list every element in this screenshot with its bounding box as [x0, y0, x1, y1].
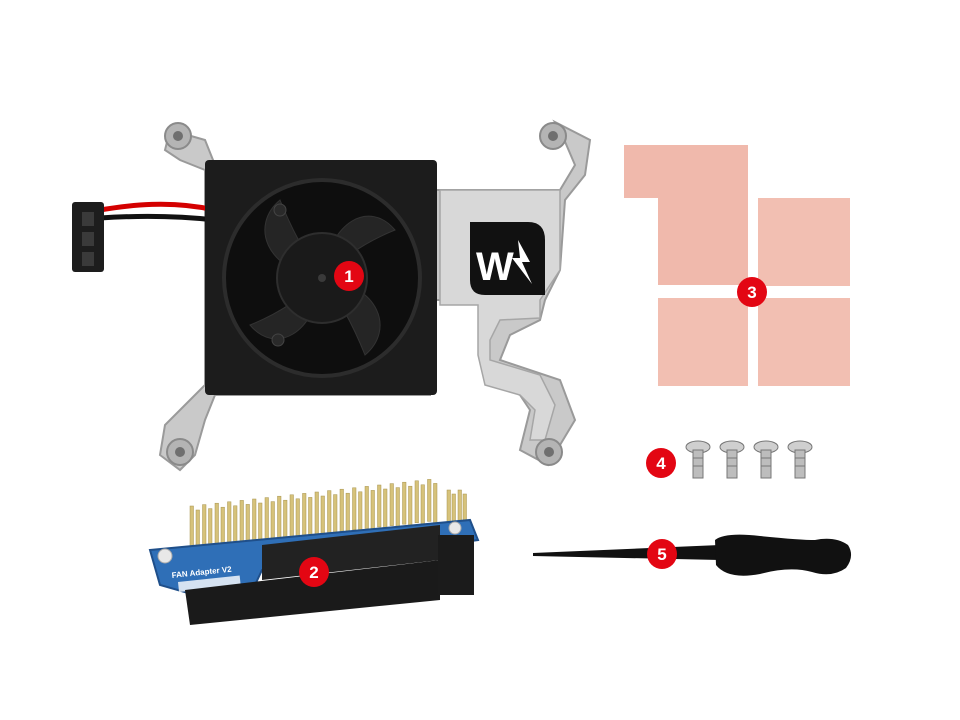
- header-pin: [252, 498, 257, 542]
- mount-hole-center: [175, 447, 185, 457]
- header-pin: [345, 492, 350, 536]
- mount-hole-center: [173, 131, 183, 141]
- header-pin: [408, 485, 413, 529]
- fan-cable-black: [99, 213, 216, 223]
- header-pin: [227, 501, 232, 545]
- header-pin: [270, 501, 275, 544]
- mount-hole-center: [544, 447, 554, 457]
- logo-arrow: [512, 240, 532, 284]
- badge-circle: [334, 261, 364, 291]
- header-pin: [402, 481, 407, 525]
- badge-circle: [646, 448, 676, 478]
- header-pin: [295, 498, 300, 542]
- screwdriver: [533, 534, 852, 576]
- badge-number: 4: [656, 454, 666, 473]
- thermal-pads: [624, 145, 850, 386]
- header-pin: [308, 497, 313, 540]
- thermal-pad: [758, 298, 850, 386]
- header-pin: [239, 500, 244, 543]
- screws: [685, 440, 813, 479]
- header-pin: [277, 495, 282, 539]
- header-pin: [370, 490, 375, 533]
- header-pin: [289, 494, 294, 538]
- badge-number: 2: [309, 563, 318, 582]
- screw: [753, 440, 779, 479]
- header-pin: [433, 483, 438, 526]
- header-pin: [389, 483, 394, 526]
- header-pin: [339, 488, 344, 532]
- pcb-silkscreen: [178, 575, 241, 592]
- fan-cable-red: [99, 201, 216, 213]
- header-pin: [327, 490, 332, 533]
- header-pin: [214, 502, 219, 546]
- mount-hole-center: [548, 131, 558, 141]
- badge-2: 2: [299, 557, 329, 587]
- thermal-pad: [658, 298, 748, 386]
- header-pin: [189, 505, 194, 549]
- badge-circle: [299, 557, 329, 587]
- screwdriver-shaft: [533, 545, 720, 560]
- header-pin: [202, 504, 207, 547]
- logo-text: W: [476, 245, 514, 289]
- header-pin: [377, 484, 382, 528]
- fan-screw: [273, 203, 287, 217]
- header-pin: [352, 487, 357, 531]
- badge-circle: [737, 277, 767, 307]
- screw: [787, 440, 813, 479]
- header-pin: [264, 497, 269, 540]
- connector-slot: [82, 232, 94, 246]
- connector-slot: [82, 212, 94, 226]
- thermal-pad-large: [624, 145, 748, 285]
- header-pin: [283, 499, 288, 543]
- header-pin: [333, 494, 338, 537]
- screw: [719, 440, 745, 479]
- badge-1: 1: [334, 261, 364, 291]
- pcb-hole: [157, 548, 173, 564]
- connector-slot: [82, 252, 94, 266]
- header-pin: [314, 491, 319, 535]
- header-pin: [427, 479, 432, 522]
- fan-hub-center: [318, 274, 326, 282]
- header-pin: [383, 488, 388, 532]
- screwdriver-handle: [715, 534, 852, 576]
- header-pin: [320, 495, 325, 539]
- header-pin: [420, 484, 425, 528]
- header-pin: [302, 493, 307, 536]
- badge-number: 3: [747, 283, 756, 302]
- screw: [685, 440, 711, 479]
- header-pin: [358, 491, 363, 535]
- badge-3: 3: [737, 277, 767, 307]
- header-pin: [395, 487, 400, 530]
- badge-number: 1: [344, 267, 353, 286]
- badge-circle: [647, 539, 677, 569]
- fan-adapter-board: FAN Adapter V2: [148, 479, 480, 625]
- badge-5: 5: [647, 539, 677, 569]
- gpio-header: [185, 560, 440, 625]
- side-header: [438, 535, 474, 595]
- badge-4: 4: [646, 448, 676, 478]
- header-pins: [189, 479, 467, 553]
- waveshare-logo: W: [470, 222, 545, 295]
- header-pin: [414, 480, 419, 524]
- badge-number: 5: [657, 545, 666, 564]
- fan-heatsink-assembly: W: [72, 119, 592, 472]
- thermal-pad: [758, 198, 850, 286]
- header-pin: [364, 486, 369, 529]
- pcb-hole: [448, 521, 462, 535]
- fan-screw: [271, 333, 285, 347]
